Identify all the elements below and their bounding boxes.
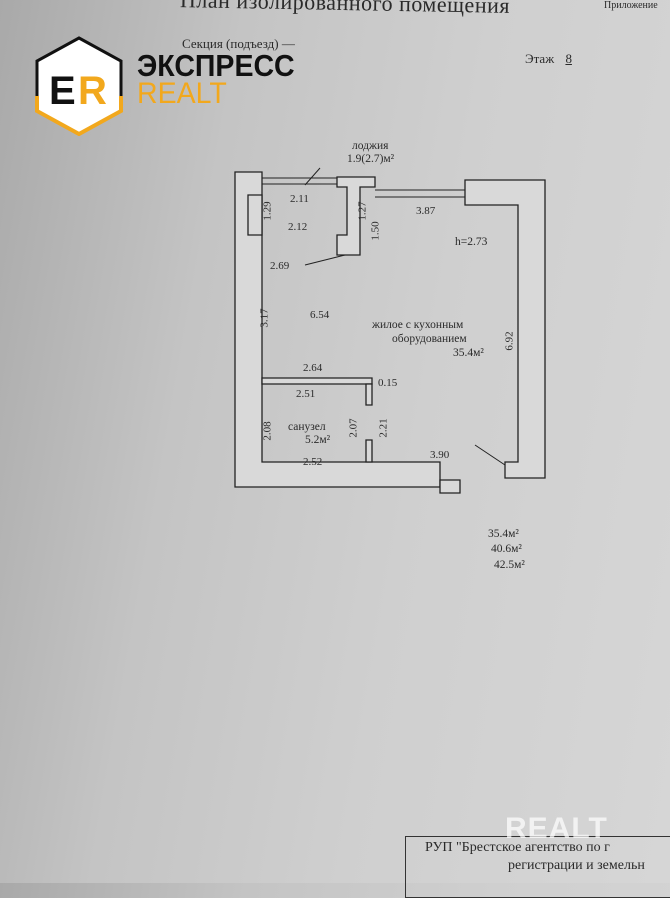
ceiling-height: h=2.73 (455, 236, 488, 248)
dim-6-92: 6.92 (503, 331, 516, 351)
logo-icon: E R (33, 36, 125, 141)
column-wall (336, 176, 376, 256)
dim-2-64: 2.64 (303, 362, 323, 374)
dim-2-21: 2.21 (377, 418, 390, 438)
total-area-with-loggia: 42.5м² (494, 559, 525, 571)
loggia-label: лоджия (352, 140, 389, 152)
section-value: — (281, 36, 295, 51)
brand-name: ЭКСПРЕСС (137, 48, 295, 83)
appendix-label: Приложение (604, 0, 658, 11)
dim-1-29: 1.29 (261, 201, 274, 221)
bathroom-label: санузел (288, 421, 326, 433)
realt-watermark: REALT (505, 812, 608, 845)
dim-0-15: 0.15 (378, 377, 398, 389)
stamp-line-2: регистрации и земельн (508, 858, 645, 873)
loggia-notch (247, 194, 263, 236)
svg-text:E: E (49, 69, 76, 113)
total-area: 40.6м² (491, 543, 522, 555)
living-room-label-2: оборудованием (392, 333, 467, 345)
dim-2-08: 2.08 (261, 421, 274, 441)
dim-1-27: 1.27 (356, 201, 369, 221)
living-room-label: жилое с кухонным (372, 319, 464, 331)
bath-partition (261, 377, 373, 385)
right-wall (464, 179, 546, 479)
brand-subname: REALT (137, 77, 227, 110)
bathroom-area: 5.2м² (305, 434, 331, 446)
bath-wall-lower (365, 439, 373, 463)
loggia-area: 1.9(2.7)м² (347, 153, 395, 165)
section-field: Секция (подъезд) — (182, 36, 295, 52)
dim-2-69: 2.69 (270, 260, 290, 272)
dim-2-07: 2.07 (347, 418, 360, 438)
floor-label: Этаж (525, 51, 555, 66)
floor-field: Этаж 8 (525, 51, 580, 67)
floor-value: 8 (565, 51, 572, 66)
dim-3-17: 3.17 (258, 308, 271, 328)
stamp-line-1: РУП "Брестское агентство по г (425, 840, 610, 855)
bottom-right-wall (439, 479, 461, 494)
dim-1-50: 1.50 (369, 221, 382, 241)
living-room-area: 35.4м² (453, 347, 484, 359)
dim-2-51: 2.51 (296, 388, 316, 400)
dim-3-90: 3.90 (430, 449, 450, 461)
total-living-area: 35.4м² (488, 528, 519, 540)
dim-3-87: 3.87 (416, 205, 436, 217)
dim-6-54: 6.54 (310, 309, 330, 321)
bath-wall-upper (365, 383, 373, 406)
svg-text:R: R (78, 69, 107, 113)
dim-2-52: 2.52 (303, 456, 323, 468)
dim-2-12: 2.12 (288, 221, 308, 233)
dim-2-11: 2.11 (290, 193, 309, 205)
section-label: Секция (подъезд) (182, 36, 279, 51)
